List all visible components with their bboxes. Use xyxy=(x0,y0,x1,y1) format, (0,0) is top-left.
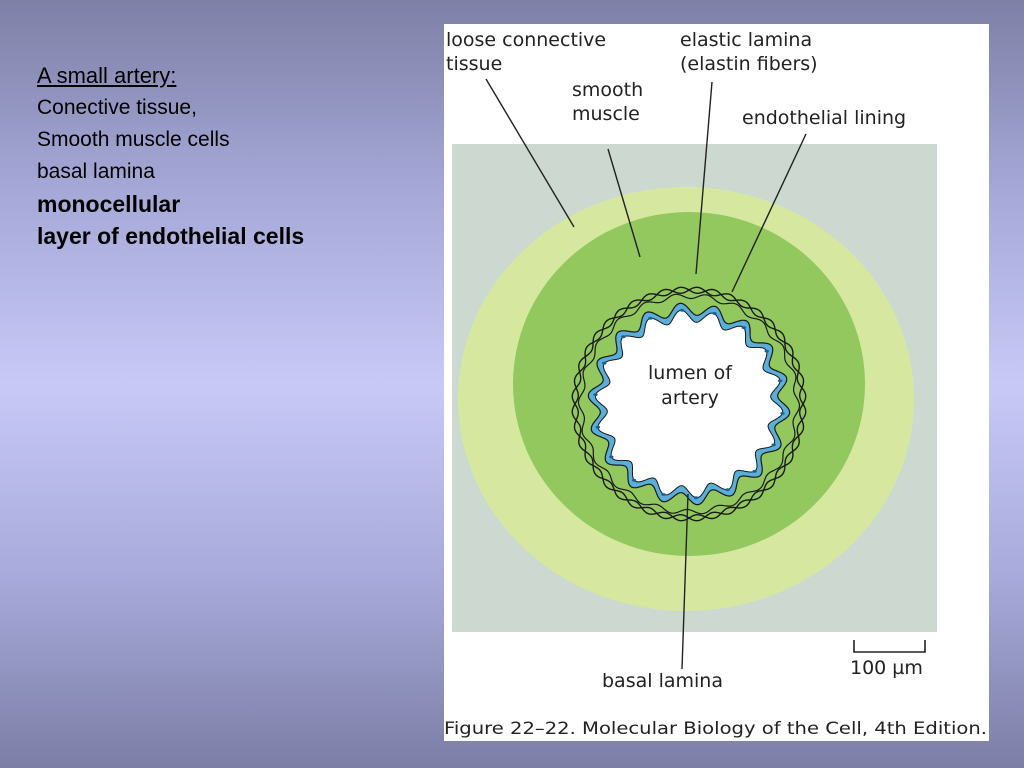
pointer-endothelial-lining xyxy=(731,133,807,293)
label-endothelial-lining: endothelial lining xyxy=(742,107,906,129)
endothelial-layer-text: layer of endothelial cells xyxy=(37,223,305,249)
endothelial-nucleus xyxy=(602,361,607,365)
endothelial-nucleus xyxy=(595,425,601,429)
endothelial-nucleus xyxy=(780,412,785,415)
lumen xyxy=(594,309,784,499)
figure-caption: Figure 22–22. Molecular Biology of the C… xyxy=(444,719,987,739)
pointer-loose-connective xyxy=(485,78,575,228)
monocellular-text: monocellular xyxy=(37,191,181,217)
elastic-lamina-line xyxy=(571,286,807,522)
scale-bar xyxy=(853,640,926,653)
artery-figure: loose connective tissue smooth muscle el… xyxy=(444,24,989,741)
heading-text: A small artery: xyxy=(37,63,177,88)
connective-tissue-text: Conective tissue, xyxy=(37,96,197,119)
smooth-muscle-text: Smooth muscle cells xyxy=(37,128,230,151)
endothelial-nucleus xyxy=(725,488,730,492)
endothelial-nucleus xyxy=(593,393,598,396)
endothelial-nucleus xyxy=(661,493,666,496)
label-elastic-lamina-2: (elastin fibers) xyxy=(680,53,818,75)
basal-lamina-text: basal lamina xyxy=(37,160,155,183)
endothelial-nucleus xyxy=(621,335,626,339)
endothelial-nucleus xyxy=(631,478,637,482)
pointer-basal-lamina xyxy=(681,493,689,670)
slide-text: A small artery: Conective tissue, Smooth… xyxy=(37,60,417,252)
label-smooth-muscle-1: smooth xyxy=(572,79,643,101)
label-loose-connective-1: loose connective xyxy=(446,29,606,51)
label-lumen-2: artery xyxy=(661,387,719,409)
vessel-wall-rings xyxy=(571,286,807,522)
pointer-elastic-lamina xyxy=(695,81,713,275)
endothelial-nucleus xyxy=(771,443,776,447)
artery-diagram: loose connective tissue smooth muscle el… xyxy=(444,29,987,739)
pointer-smooth-muscle xyxy=(607,148,641,258)
label-smooth-muscle-2: muscle xyxy=(572,103,640,125)
endothelial-nucleus xyxy=(777,379,783,383)
endothelial-nucleus xyxy=(764,349,769,353)
endothelial-nucleus xyxy=(648,316,653,320)
endothelial-nucleus xyxy=(679,308,685,312)
label-lumen-1: lumen of xyxy=(648,362,733,384)
label-elastic-lamina-1: elastic lamina xyxy=(680,29,812,51)
endothelial-nucleus xyxy=(741,326,747,330)
endothelial-nucleus xyxy=(752,469,757,473)
label-basal-lamina: basal lamina xyxy=(602,670,723,692)
endothelial-nucleus xyxy=(609,455,614,459)
label-loose-connective-2: tissue xyxy=(446,53,502,75)
endothelial-nucleus xyxy=(712,312,717,315)
endothelial-nucleus xyxy=(693,496,699,500)
elastic-lamina-line xyxy=(577,293,801,515)
scale-bar-label: 100 µm xyxy=(850,657,923,679)
